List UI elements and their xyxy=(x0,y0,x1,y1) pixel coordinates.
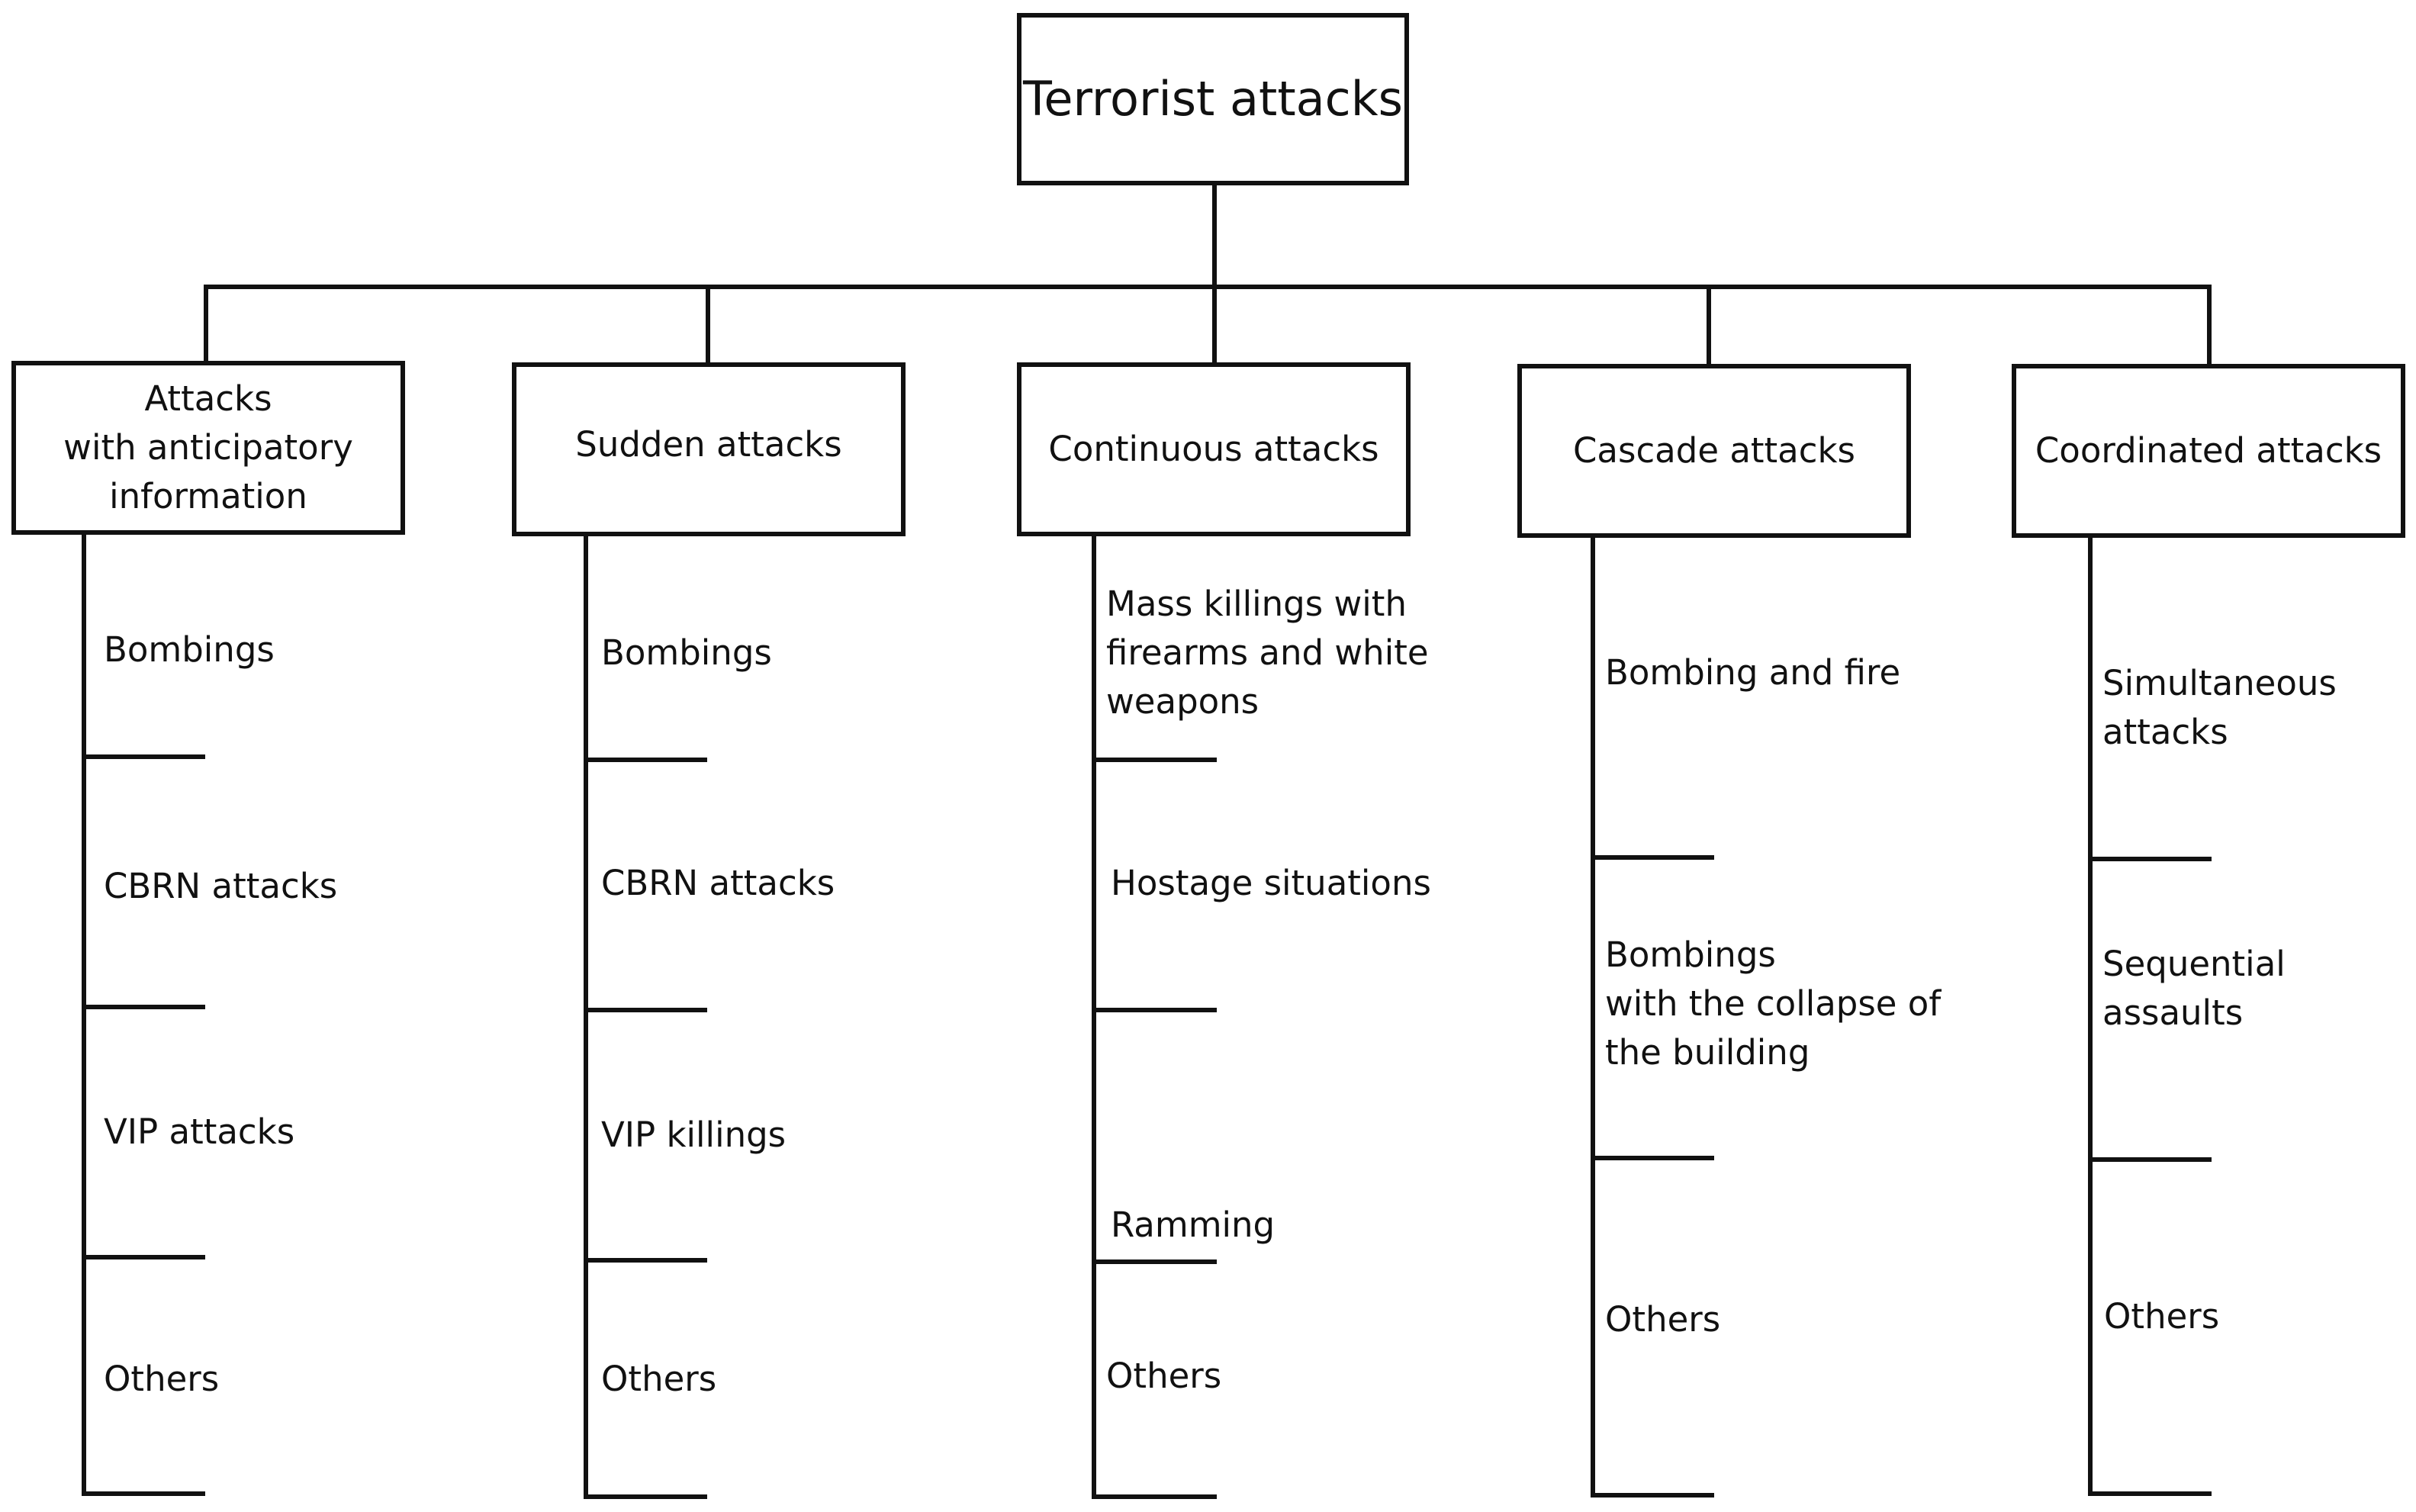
column-1-item: Others xyxy=(104,1359,220,1399)
category-label-3: Continuous attacks xyxy=(1048,429,1379,469)
category-box-2 xyxy=(512,362,906,536)
column-3-item: Others xyxy=(1106,1356,1222,1396)
category-label-4: Cascade attacks xyxy=(1573,430,1855,471)
root-label: Terrorist attacks xyxy=(1023,71,1403,127)
category-box-5 xyxy=(2012,364,2405,538)
column-3-item: Hostage situations xyxy=(1111,863,1431,903)
column-4-item: Bombings with the collapse of the buildi… xyxy=(1605,935,1941,1073)
category-box-3 xyxy=(1017,362,1411,536)
column-2-item: VIP killings xyxy=(601,1115,787,1155)
category-box-4 xyxy=(1517,364,1911,538)
column-1-item: CBRN attacks xyxy=(104,866,338,906)
category-label-1: Attacks with anticipatory information xyxy=(63,378,353,516)
column-5-item: Simultaneous attacks xyxy=(2102,663,2337,752)
column-4-item: Others xyxy=(1605,1299,1721,1340)
category-label-5: Coordinated attacks xyxy=(2035,430,2382,471)
column-2-item: CBRN attacks xyxy=(601,863,835,903)
root-box xyxy=(1017,13,1409,185)
column-2-item: Others xyxy=(601,1359,717,1399)
column-2-item: Bombings xyxy=(601,632,772,673)
category-label-2: Sudden attacks xyxy=(575,424,842,465)
column-3-item: Mass killings with firearms and white we… xyxy=(1106,584,1429,722)
column-4-item: Bombing and fire xyxy=(1605,652,1901,693)
column-3-item: Ramming xyxy=(1111,1205,1276,1245)
category-box-1 xyxy=(11,361,405,535)
column-5-item: Sequential assaults xyxy=(2102,944,2286,1033)
column-1-item: Bombings xyxy=(104,629,275,670)
column-1-item: VIP attacks xyxy=(104,1111,295,1152)
column-5-item: Others xyxy=(2104,1296,2220,1337)
